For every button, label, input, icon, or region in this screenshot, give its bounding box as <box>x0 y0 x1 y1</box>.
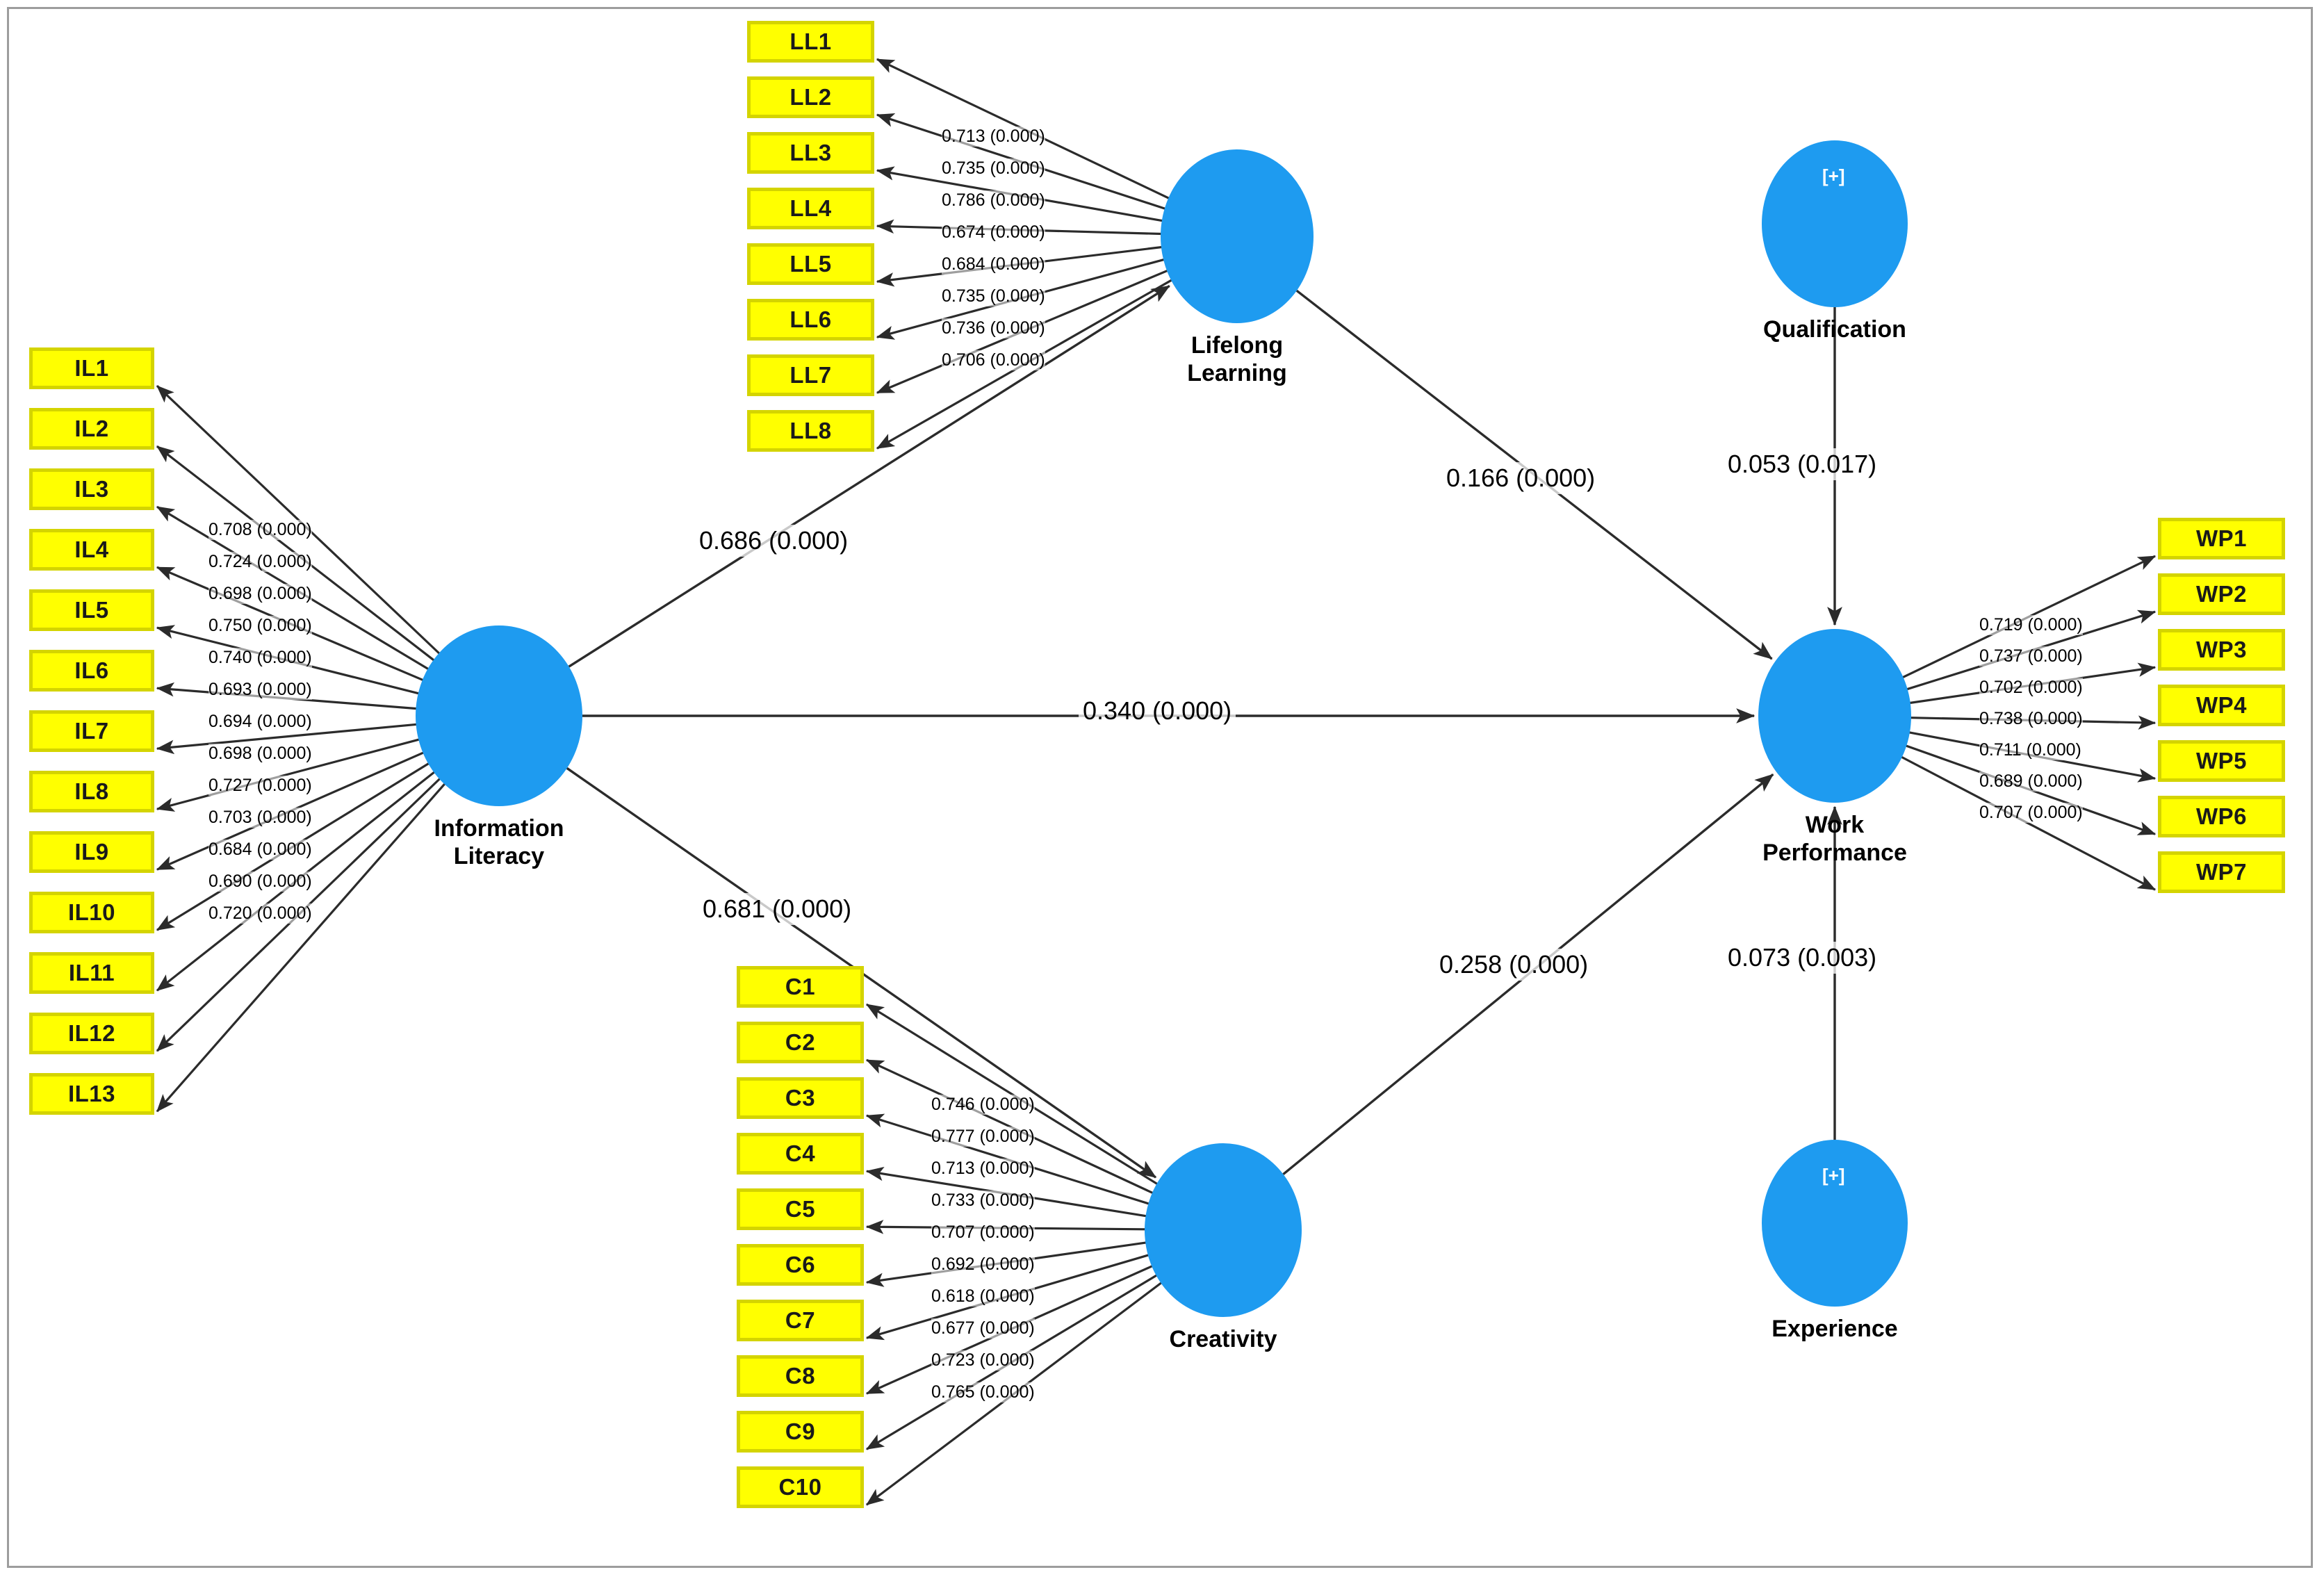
loading-value-ll2: 0.735 (0.000) <box>942 158 1045 179</box>
loading-value-ll5: 0.684 (0.000) <box>942 254 1045 275</box>
loading-value-il8: 0.698 (0.000) <box>208 744 312 764</box>
indicator-box-wp7[interactable]: WP7 <box>2158 851 2285 893</box>
indicator-box-il9[interactable]: IL9 <box>29 831 154 873</box>
loading-value-c6: 0.692 (0.000) <box>931 1254 1035 1275</box>
indicator-box-c1[interactable]: C1 <box>737 966 864 1008</box>
loading-value-c3: 0.713 (0.000) <box>931 1159 1035 1179</box>
latent-node-creativity[interactable] <box>1145 1143 1302 1317</box>
indicator-box-il5[interactable]: IL5 <box>29 589 154 631</box>
loading-value-ll7: 0.736 (0.000) <box>942 318 1045 338</box>
indicator-box-wp3[interactable]: WP3 <box>2158 629 2285 671</box>
loading-value-c4: 0.733 (0.000) <box>931 1191 1035 1211</box>
indicator-box-ll7[interactable]: LL7 <box>747 354 874 396</box>
loading-value-il1: 0.708 (0.000) <box>208 520 312 540</box>
indicator-box-il11[interactable]: IL11 <box>29 952 154 994</box>
loading-value-wp3: 0.702 (0.000) <box>1979 678 2083 698</box>
loading-value-ll8: 0.706 (0.000) <box>942 350 1045 370</box>
indicator-box-ll8[interactable]: LL8 <box>747 410 874 452</box>
indicator-box-ll4[interactable]: LL4 <box>747 188 874 229</box>
loading-value-il7: 0.694 (0.000) <box>208 712 312 732</box>
indicator-box-wp5[interactable]: WP5 <box>2158 740 2285 782</box>
loading-value-il2: 0.724 (0.000) <box>208 552 312 572</box>
loading-value-wp7: 0.707 (0.000) <box>1979 803 2083 823</box>
indicator-box-wp4[interactable]: WP4 <box>2158 685 2285 726</box>
latent-node-qualification[interactable] <box>1762 140 1908 307</box>
path-coefficient-c-to-wp: 0.258 (0.000) <box>1435 949 1593 981</box>
loading-value-il5: 0.740 (0.000) <box>208 648 312 668</box>
loading-value-wp6: 0.689 (0.000) <box>1979 771 2083 792</box>
indicator-box-c7[interactable]: C7 <box>737 1300 864 1341</box>
latent-node-work-performance[interactable] <box>1758 629 1911 803</box>
loading-value-il4: 0.750 (0.000) <box>208 616 312 636</box>
indicator-box-c3[interactable]: C3 <box>737 1077 864 1119</box>
loading-value-c5: 0.707 (0.000) <box>931 1222 1035 1243</box>
path-coefficient-il-to-ll: 0.686 (0.000) <box>695 525 853 557</box>
loading-value-ll3: 0.786 (0.000) <box>942 190 1045 211</box>
indicator-box-wp2[interactable]: WP2 <box>2158 573 2285 615</box>
indicator-box-c6[interactable]: C6 <box>737 1244 864 1286</box>
indicator-box-ll2[interactable]: LL2 <box>747 76 874 118</box>
indicator-box-ll6[interactable]: LL6 <box>747 299 874 341</box>
loading-value-il3: 0.698 (0.000) <box>208 584 312 604</box>
loading-value-il10: 0.703 (0.000) <box>208 808 312 828</box>
loading-value-ll6: 0.735 (0.000) <box>942 286 1045 306</box>
loading-value-il9: 0.727 (0.000) <box>208 776 312 796</box>
latent-label-qualification: Qualification <box>1763 316 1906 343</box>
latent-label-experience: Experience <box>1771 1316 1898 1342</box>
loading-value-il13: 0.720 (0.000) <box>208 903 312 924</box>
indicator-box-il12[interactable]: IL12 <box>29 1013 154 1054</box>
path-coefficient-il-to-wp: 0.340 (0.000) <box>1079 695 1236 727</box>
indicator-box-c5[interactable]: C5 <box>737 1188 864 1230</box>
latent-node-experience[interactable] <box>1762 1140 1908 1307</box>
loading-value-il6: 0.693 (0.000) <box>208 680 312 700</box>
loading-value-il11: 0.684 (0.000) <box>208 840 312 860</box>
path-coefficient-e-to-wp: 0.073 (0.003) <box>1724 942 1881 974</box>
loading-value-c10: 0.765 (0.000) <box>931 1382 1035 1402</box>
indicator-box-il13[interactable]: IL13 <box>29 1073 154 1115</box>
loading-value-wp5: 0.711 (0.000) <box>1979 740 2081 760</box>
latent-label-information-literacy: Information Literacy <box>434 815 564 870</box>
indicator-box-il6[interactable]: IL6 <box>29 650 154 692</box>
latent-label-lifelong-learning: Lifelong Learning <box>1187 332 1287 387</box>
loading-value-c1: 0.746 (0.000) <box>931 1095 1035 1115</box>
loading-value-c2: 0.777 (0.000) <box>931 1127 1035 1147</box>
indicator-box-wp6[interactable]: WP6 <box>2158 796 2285 837</box>
latent-label-work-performance: Work Performance <box>1762 812 1907 867</box>
path-coefficient-q-to-wp: 0.053 (0.017) <box>1724 448 1881 480</box>
loading-value-wp1: 0.719 (0.000) <box>1979 615 2083 635</box>
latent-label-creativity: Creativity <box>1169 1326 1277 1352</box>
loading-value-ll1: 0.713 (0.000) <box>942 126 1045 147</box>
loading-value-c9: 0.723 (0.000) <box>931 1350 1035 1371</box>
path-coefficient-ll-to-wp: 0.166 (0.000) <box>1442 462 1600 494</box>
path-coefficient-il-to-c: 0.681 (0.000) <box>698 893 856 925</box>
indicator-box-il4[interactable]: IL4 <box>29 529 154 571</box>
expand-plus-icon[interactable]: [+] <box>1822 1165 1845 1186</box>
indicator-box-il1[interactable]: IL1 <box>29 347 154 389</box>
indicator-box-il7[interactable]: IL7 <box>29 710 154 752</box>
indicator-box-ll1[interactable]: LL1 <box>747 21 874 63</box>
indicator-box-c10[interactable]: C10 <box>737 1466 864 1508</box>
indicator-box-il10[interactable]: IL10 <box>29 892 154 933</box>
loading-value-il12: 0.690 (0.000) <box>208 872 312 892</box>
loading-value-c7: 0.618 (0.000) <box>931 1286 1035 1307</box>
indicator-box-ll3[interactable]: LL3 <box>747 132 874 174</box>
loading-value-ll4: 0.674 (0.000) <box>942 222 1045 243</box>
latent-node-information-literacy[interactable] <box>416 625 582 806</box>
loading-value-wp4: 0.738 (0.000) <box>1979 709 2083 729</box>
loading-value-c8: 0.677 (0.000) <box>931 1318 1035 1339</box>
indicator-box-wp1[interactable]: WP1 <box>2158 518 2285 559</box>
indicator-box-il8[interactable]: IL8 <box>29 771 154 812</box>
indicator-box-c2[interactable]: C2 <box>737 1022 864 1063</box>
indicator-box-ll5[interactable]: LL5 <box>747 243 874 285</box>
indicator-box-c8[interactable]: C8 <box>737 1355 864 1397</box>
indicator-box-il3[interactable]: IL3 <box>29 468 154 510</box>
latent-node-lifelong-learning[interactable] <box>1161 149 1314 323</box>
indicator-box-c9[interactable]: C9 <box>737 1411 864 1453</box>
indicator-box-c4[interactable]: C4 <box>737 1133 864 1175</box>
expand-plus-icon[interactable]: [+] <box>1822 165 1845 186</box>
indicator-box-il2[interactable]: IL2 <box>29 408 154 450</box>
loading-value-wp2: 0.737 (0.000) <box>1979 646 2083 666</box>
